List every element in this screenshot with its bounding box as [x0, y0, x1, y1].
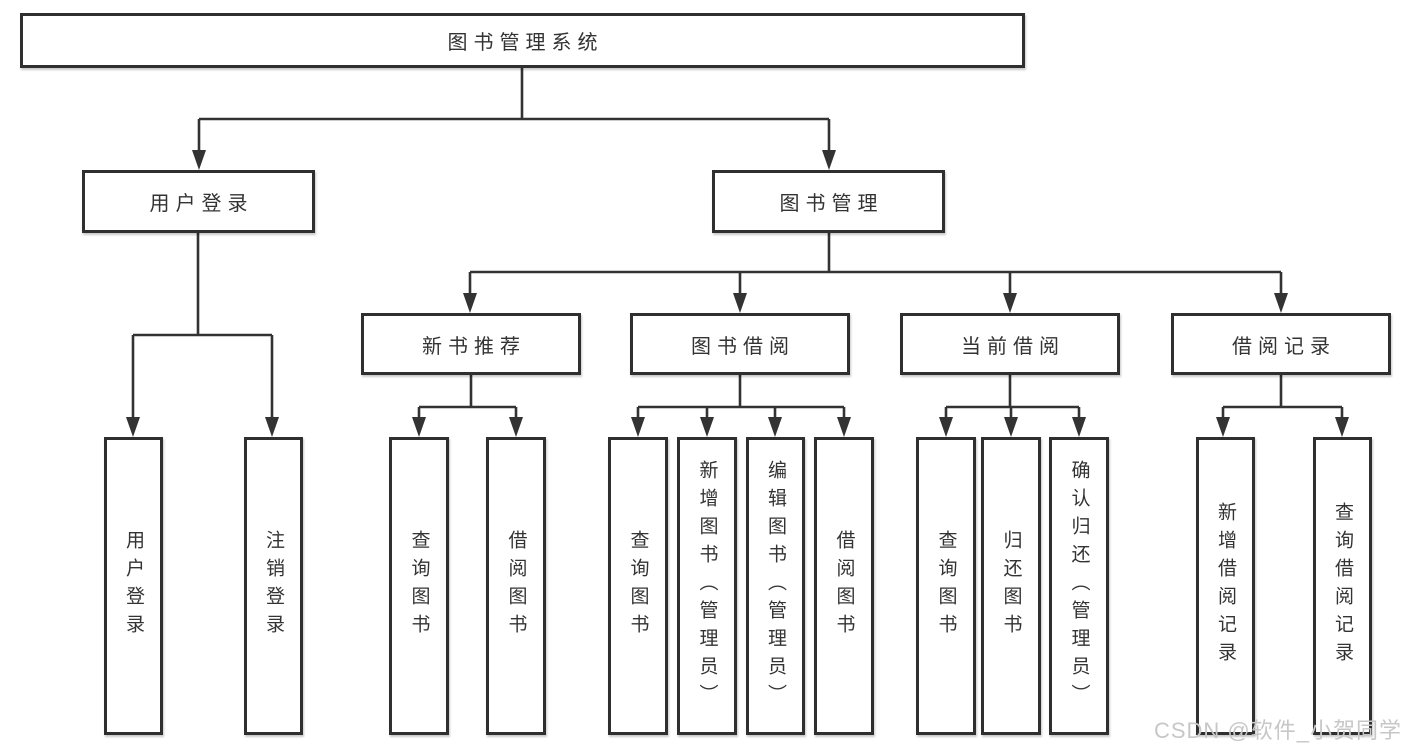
leaf-search-borrow-record: 查询借阅记录	[1313, 437, 1372, 735]
arrowhead	[126, 417, 140, 437]
node-library-system-label: 图书管理系统	[447, 32, 604, 54]
leaf-borrow-book-recommend: 借阅图书	[486, 437, 546, 735]
node-new-book-recommend: 新书推荐	[361, 313, 581, 375]
leaf-confirm-return-admin-label: 确认归还（管理员）	[1068, 460, 1090, 712]
connector-new-book-children	[417, 375, 518, 420]
node-user-login: 用户登录	[82, 170, 315, 233]
connector-book-borrow-children	[636, 375, 846, 420]
node-book-borrow-label: 图书借阅	[691, 335, 795, 358]
arrowhead	[192, 150, 206, 170]
arrowhead	[412, 417, 426, 437]
arrowheads	[126, 150, 1349, 437]
leaf-logout: 注销登录	[244, 437, 303, 735]
leaf-user-login: 用户登录	[104, 437, 163, 735]
node-current-borrow: 当前借阅	[900, 313, 1120, 375]
arrowhead	[1004, 417, 1018, 437]
connector-root-to-level2	[197, 68, 831, 152]
leaf-return-book-label: 归还图书	[1000, 530, 1022, 642]
leaf-search-book-recommend: 查询图书	[389, 437, 449, 735]
arrowhead	[1216, 417, 1230, 437]
leaf-search-book-borrow: 查询图书	[608, 437, 668, 735]
arrowhead	[509, 417, 523, 437]
leaf-user-login-label: 用户登录	[123, 530, 144, 642]
node-book-management-label: 图书管理	[779, 193, 884, 215]
leaf-confirm-return-admin: 确认归还（管理员）	[1049, 437, 1109, 735]
arrowhead	[265, 417, 279, 437]
leaf-search-book-current: 查询图书	[916, 437, 976, 735]
leaf-add-book-admin: 新增图书（管理员）	[677, 437, 737, 735]
connector-book-mgmt-children	[468, 233, 1283, 296]
leaf-return-book: 归还图书	[981, 437, 1041, 735]
arrowhead	[1274, 293, 1288, 313]
arrowhead	[631, 417, 645, 437]
leaf-edit-book-admin: 编辑图书（管理员）	[746, 437, 805, 735]
arrowhead	[1003, 293, 1017, 313]
leaf-borrow-book-label: 借阅图书	[833, 530, 855, 642]
csdn-watermark: CSDN @软件_小贺同学	[1153, 718, 1402, 743]
connector-user-login-children	[131, 233, 274, 420]
leaf-logout-label: 注销登录	[263, 530, 284, 642]
connector-borrow-records-children	[1221, 375, 1344, 420]
node-borrow-records: 借阅记录	[1171, 313, 1391, 375]
arrowhead	[837, 417, 851, 437]
arrowhead	[733, 293, 747, 313]
arrowhead	[700, 417, 714, 437]
leaf-search-borrow-record-label: 查询借阅记录	[1332, 502, 1353, 670]
node-book-management: 图书管理	[712, 170, 945, 233]
connector-current-borrow-children	[944, 375, 1081, 420]
arrowhead	[1335, 417, 1349, 437]
node-new-book-recommend-label: 新书推荐	[422, 335, 526, 358]
leaf-add-borrow-record: 新增借阅记录	[1196, 437, 1255, 735]
arrowhead	[768, 417, 782, 437]
leaf-search-book-current-label: 查询图书	[935, 530, 957, 642]
arrowhead	[822, 150, 836, 170]
node-library-system: 图书管理系统	[20, 13, 1025, 68]
arrowhead	[939, 417, 953, 437]
leaf-borrow-book-recommend-label: 借阅图书	[505, 530, 527, 642]
node-current-borrow-label: 当前借阅	[961, 335, 1065, 358]
leaf-edit-book-admin-label: 编辑图书（管理员）	[765, 460, 786, 712]
arrowhead	[463, 293, 477, 313]
leaf-add-borrow-record-label: 新增借阅记录	[1215, 502, 1236, 670]
leaf-search-book-recommend-label: 查询图书	[408, 530, 430, 642]
node-book-borrow: 图书借阅	[630, 313, 850, 375]
leaf-add-book-admin-label: 新增图书（管理员）	[696, 460, 718, 712]
leaf-borrow-book: 借阅图书	[814, 437, 874, 735]
arrowhead	[1072, 417, 1086, 437]
node-user-login-label: 用户登录	[149, 193, 254, 215]
node-borrow-records-label: 借阅记录	[1232, 335, 1336, 358]
leaf-search-book-borrow-label: 查询图书	[627, 530, 649, 642]
